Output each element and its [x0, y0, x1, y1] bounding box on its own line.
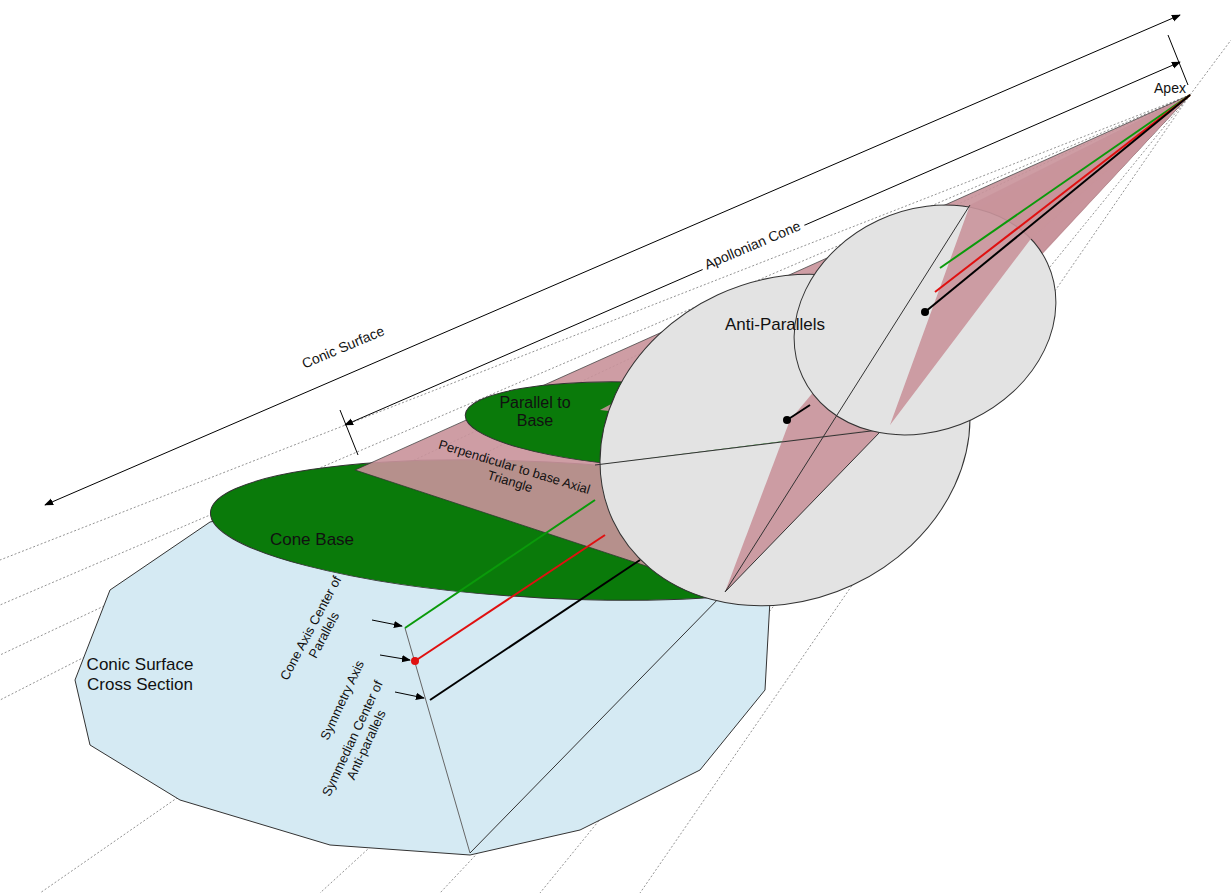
section-label: Parallel to Base	[490, 394, 580, 431]
base-label: Cone Base	[252, 530, 372, 550]
apex-label: Apex	[1140, 80, 1200, 96]
surface-name: Conic Surface	[296, 321, 391, 373]
section-label: Anti-Parallels	[705, 315, 845, 335]
section-label: Conic Surface Cross Section	[75, 655, 205, 694]
cone-name: Apollonian Cone	[698, 216, 806, 274]
